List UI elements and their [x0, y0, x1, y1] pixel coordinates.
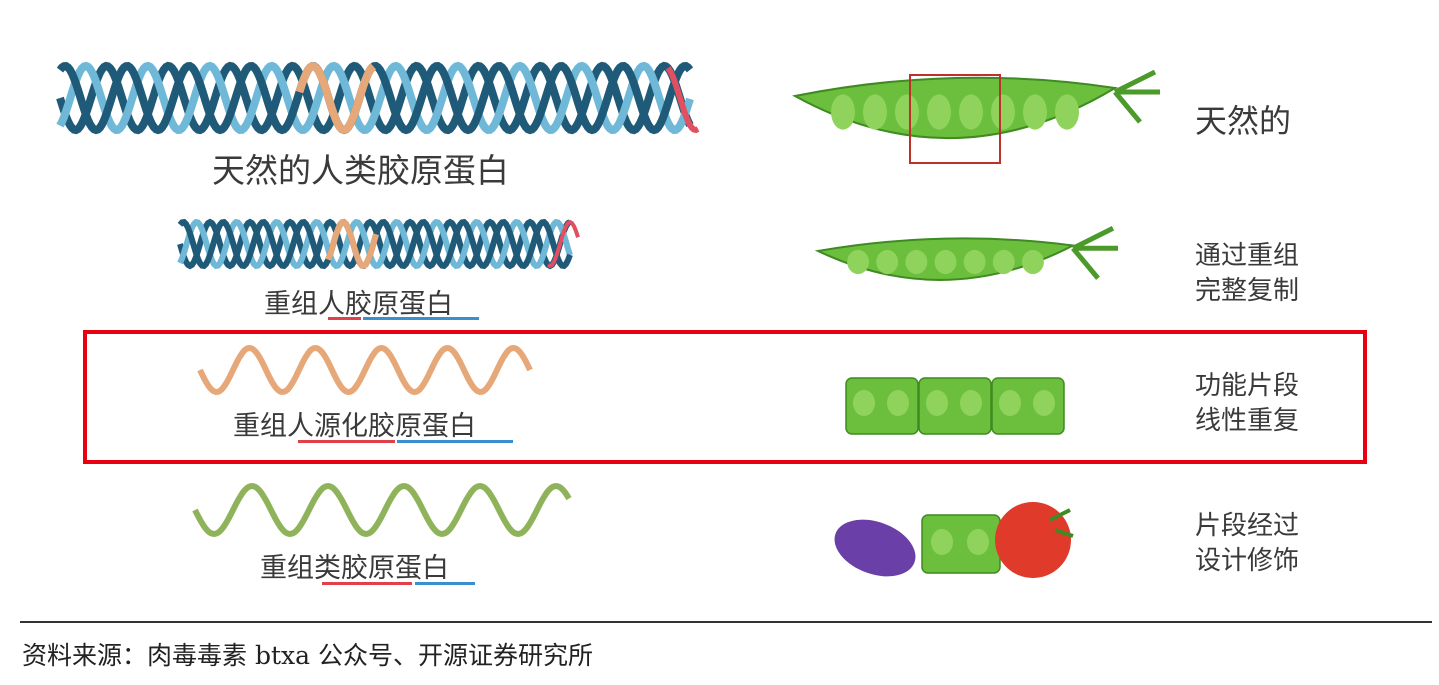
row4-side-label-2: 设计修饰 — [1195, 546, 1300, 576]
pod-stem-icon — [1071, 226, 1118, 280]
pea — [847, 249, 869, 275]
helix-natural-strand — [56, 61, 694, 134]
underline-red — [298, 440, 395, 443]
row1-label: 天然的人类胶原蛋白 — [212, 151, 509, 190]
helix-natural-orange-segment — [295, 61, 377, 135]
wave-humanized — [197, 344, 533, 396]
underline-blue — [363, 317, 479, 320]
pea — [931, 529, 953, 555]
pea — [926, 390, 948, 416]
row4-label: 重组类胶原蛋白 — [260, 553, 449, 584]
pea — [963, 249, 986, 275]
row1-side-label: 天然的 — [1195, 102, 1292, 140]
pea — [959, 94, 983, 130]
pea — [960, 390, 982, 416]
pea — [895, 94, 919, 130]
helix-natural-red-end — [665, 66, 700, 134]
pea — [831, 94, 855, 130]
underline-blue — [415, 582, 475, 585]
tomato-stem-icon — [1049, 508, 1074, 538]
underline-blue — [397, 440, 513, 443]
pea — [905, 249, 928, 275]
pea — [876, 249, 899, 275]
pea — [1022, 249, 1044, 275]
source-note: 资料来源：肉毒毒素 btxa 公众号、开源证券研究所 — [22, 641, 593, 670]
underline-red — [322, 582, 412, 585]
row2-side-label-2: 完整复制 — [1195, 276, 1300, 306]
row4-side-label-1: 片段经过 — [1195, 511, 1300, 541]
row2-label: 重组人胶原蛋白 — [264, 289, 453, 320]
helix-recombinant-orange-segment — [325, 219, 380, 269]
divider — [20, 621, 1432, 623]
pea — [863, 94, 887, 130]
pea — [927, 94, 951, 130]
helix-recombinant-strand — [177, 218, 573, 270]
pea — [887, 390, 909, 416]
row3-side-label-2: 线性重复 — [1195, 406, 1300, 436]
pea — [1055, 94, 1079, 130]
pea — [1033, 390, 1055, 416]
pea — [853, 390, 875, 416]
row2-side-label-1: 通过重组 — [1195, 241, 1300, 271]
highlight-box — [83, 330, 1367, 464]
pea — [934, 249, 957, 275]
row3-side-label-1: 功能片段 — [1195, 371, 1300, 401]
pod-selection-box — [909, 74, 1001, 164]
pod-stem-icon — [1113, 69, 1160, 124]
underline-red — [328, 317, 361, 320]
helix-recombinant-red-end — [547, 219, 580, 269]
row3-label: 重组人源化胶原蛋白 — [233, 411, 476, 442]
pea — [992, 249, 1015, 275]
wave-collagen-like — [192, 483, 572, 537]
helix-natural-strand — [56, 62, 694, 135]
eggplant-icon — [834, 519, 916, 577]
pea — [967, 529, 989, 555]
pea — [1023, 94, 1047, 130]
pea — [999, 390, 1021, 416]
pea — [991, 94, 1015, 130]
